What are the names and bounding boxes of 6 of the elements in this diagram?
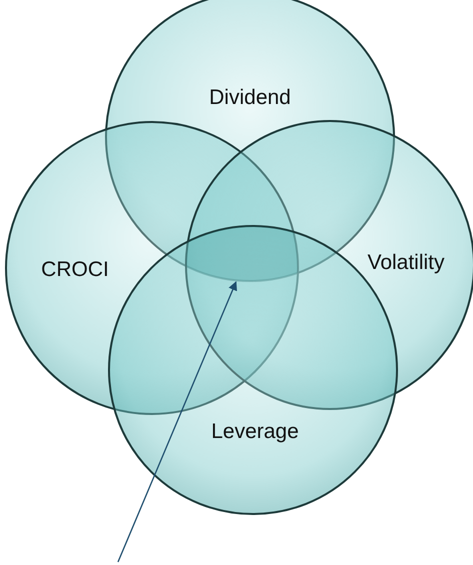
circle-label: Dividend	[209, 86, 291, 110]
circle-label: Leverage	[211, 420, 299, 444]
arrow	[117, 281, 237, 562]
circle-label: Volatility	[367, 251, 445, 275]
circle-label: CROCI	[41, 258, 109, 282]
overlap-region	[186, 226, 298, 281]
